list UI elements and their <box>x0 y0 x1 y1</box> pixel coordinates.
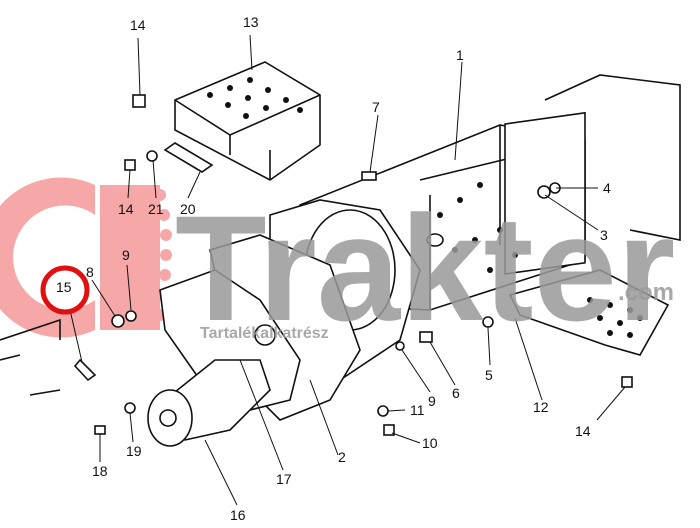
callout-12: 12 <box>533 399 549 415</box>
step-plate-13 <box>174 61 321 181</box>
watermark-text: Trakter .com Tartalékalkatrész <box>175 184 675 352</box>
callout-1: 1 <box>456 47 464 63</box>
step-plate-12 <box>508 269 670 356</box>
callout-10: 10 <box>422 435 438 451</box>
leader-lines <box>69 34 626 506</box>
callout-labels: 1 2 3 4 5 6 7 8 9 9 10 11 12 13 14 14 14… <box>56 14 611 523</box>
side-bracket <box>0 318 61 396</box>
callout-2: 2 <box>338 449 346 465</box>
callout-14-top: 14 <box>130 17 146 33</box>
callout-5: 5 <box>485 367 493 383</box>
callout-9-left: 9 <box>122 247 130 263</box>
callout-4: 4 <box>603 180 611 196</box>
callout-19: 19 <box>126 443 142 459</box>
callout-15: 15 <box>56 279 72 295</box>
svg-text:Trakter: Trakter <box>175 184 675 352</box>
callout-6: 6 <box>452 385 460 401</box>
callout-11: 11 <box>410 402 425 418</box>
callout-7: 7 <box>372 99 380 115</box>
callout-21: 21 <box>148 201 164 217</box>
callout-9-right: 9 <box>428 393 436 409</box>
callout-18: 18 <box>92 463 108 479</box>
callout-20: 20 <box>180 201 196 217</box>
watermark-logo <box>0 177 172 338</box>
callout-17: 17 <box>276 471 292 487</box>
svg-text:.com: .com <box>618 279 674 306</box>
chassis-frame <box>544 74 681 241</box>
callout-3: 3 <box>600 227 608 243</box>
callout-14-right: 14 <box>575 423 591 439</box>
plate-20 <box>163 142 214 173</box>
starter-motor-16 <box>147 359 271 447</box>
callout-14-mid: 14 <box>118 201 134 217</box>
callout-16: 16 <box>230 507 246 523</box>
callout-8: 8 <box>86 264 94 280</box>
highlight-circle-15 <box>40 265 90 315</box>
callout-13: 13 <box>243 14 259 30</box>
svg-text:Tartalékalkatrész: Tartalékalkatrész <box>200 325 329 342</box>
